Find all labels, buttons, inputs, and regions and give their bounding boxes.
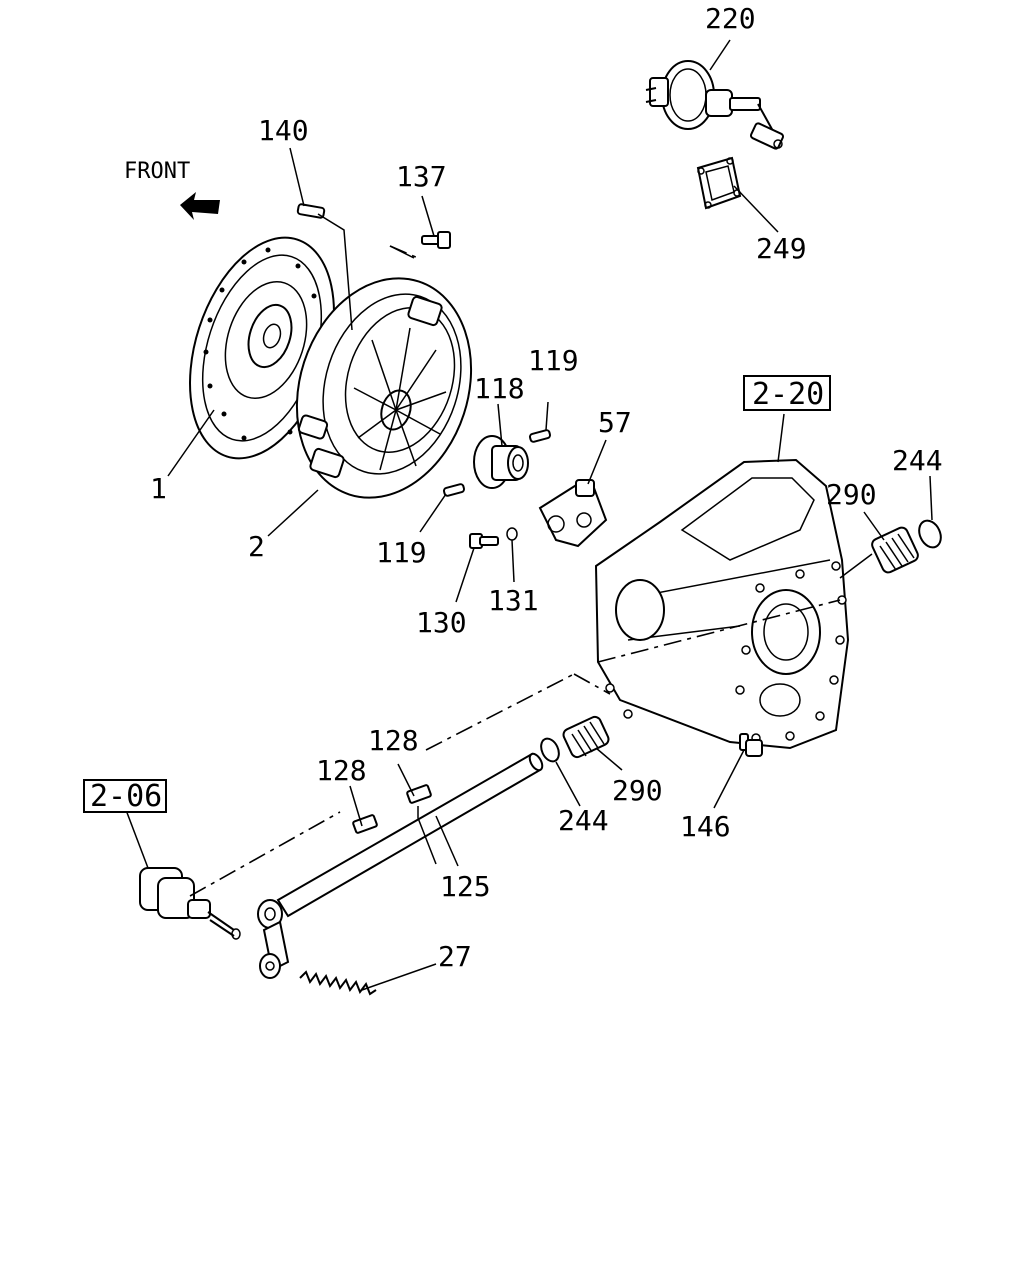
front-indicator: FRONT: [124, 159, 220, 220]
label-1: 1: [150, 472, 167, 505]
release-shaft: [257, 752, 544, 979]
label-128-upper: 128: [368, 724, 419, 757]
housing-bolt: [739, 733, 763, 757]
label-128-lower: 128: [316, 754, 367, 787]
slave-cylinder: [139, 867, 241, 940]
release-bearing-spring-lower: [442, 483, 466, 497]
needle-bearing-upper: [871, 526, 919, 574]
label-125: 125: [440, 870, 491, 903]
clutch-booster: [645, 60, 784, 150]
fork-bolt: [469, 533, 499, 549]
dowel-pin: [296, 203, 326, 219]
label-2: 2: [248, 530, 265, 563]
ref-slave-cylinder[interactable]: 2-06: [83, 779, 167, 814]
release-bearing: [473, 435, 529, 489]
label-244-upper: 244: [892, 444, 943, 477]
clutch-housing: [594, 458, 850, 750]
front-arrow-icon: [180, 192, 220, 220]
label-290-lower: 290: [612, 774, 663, 807]
fork-washer: [506, 527, 518, 541]
label-249: 249: [756, 232, 807, 265]
label-27: 27: [438, 940, 472, 973]
pressure-plate: [295, 277, 473, 499]
oil-seal-upper: [918, 519, 942, 549]
label-137: 137: [396, 160, 447, 193]
ref-slave-cylinder-text: 2-06: [90, 779, 162, 814]
label-131: 131: [488, 584, 539, 617]
ref-housing-text: 2-20: [752, 377, 824, 412]
label-140: 140: [258, 114, 309, 147]
front-label: FRONT: [124, 159, 190, 184]
label-146: 146: [680, 810, 731, 843]
assembly-centerlines: [189, 245, 841, 897]
release-fork: [538, 479, 608, 548]
label-119-lower: 119: [376, 536, 427, 569]
release-bearing-spring-upper: [528, 429, 552, 443]
oil-seal-lower: [540, 737, 560, 763]
label-118: 118: [474, 372, 525, 405]
label-119-upper: 119: [528, 344, 579, 377]
leader-lines: [125, 39, 933, 991]
shaft-key-right: [406, 784, 432, 804]
label-244-lower: 244: [558, 804, 609, 837]
booster-gasket: [696, 156, 742, 210]
return-spring: [299, 970, 377, 996]
label-220: 220: [705, 2, 756, 35]
needle-bearing-lower: [562, 715, 610, 759]
pressure-plate-bolt: [421, 231, 451, 249]
ref-housing[interactable]: 2-20: [743, 375, 831, 412]
label-290-upper: 290: [826, 478, 877, 511]
label-57: 57: [598, 406, 632, 439]
label-130: 130: [416, 606, 467, 639]
shaft-key-left: [352, 814, 378, 834]
